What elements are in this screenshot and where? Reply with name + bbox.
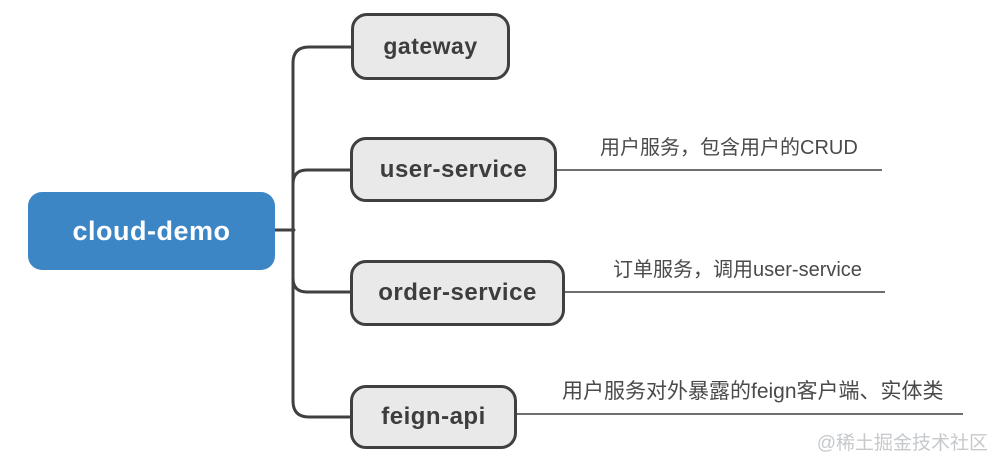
watermark: @稀土掘金技术社区 bbox=[816, 433, 988, 454]
node-order-service[interactable]: order-service bbox=[350, 260, 565, 326]
connector-branch-order-service bbox=[291, 276, 353, 294]
node-order-service-label: order-service bbox=[378, 279, 537, 306]
node-cloud-demo[interactable]: cloud-demo bbox=[28, 192, 275, 270]
node-user-service-label: user-service bbox=[379, 155, 528, 183]
note-order-service[interactable]: 订单服务，调用user-service bbox=[613, 259, 862, 281]
node-gateway-label: gateway bbox=[383, 33, 478, 59]
node-user-service[interactable]: user-service bbox=[350, 137, 557, 202]
node-feign-api-label: feign-api bbox=[381, 403, 486, 430]
note-feign-api[interactable]: 用户服务对外暴露的feign客户端、实体类 bbox=[562, 380, 944, 403]
connector-trunk bbox=[291, 45, 353, 419]
node-feign-api[interactable]: feign-api bbox=[350, 385, 517, 449]
node-cloud-demo-label: cloud-demo bbox=[72, 215, 231, 246]
node-gateway[interactable]: gateway bbox=[351, 13, 510, 80]
note-user-service[interactable]: 用户服务，包含用户的CRUD bbox=[600, 137, 858, 159]
connector-branch-user-service bbox=[291, 168, 353, 186]
